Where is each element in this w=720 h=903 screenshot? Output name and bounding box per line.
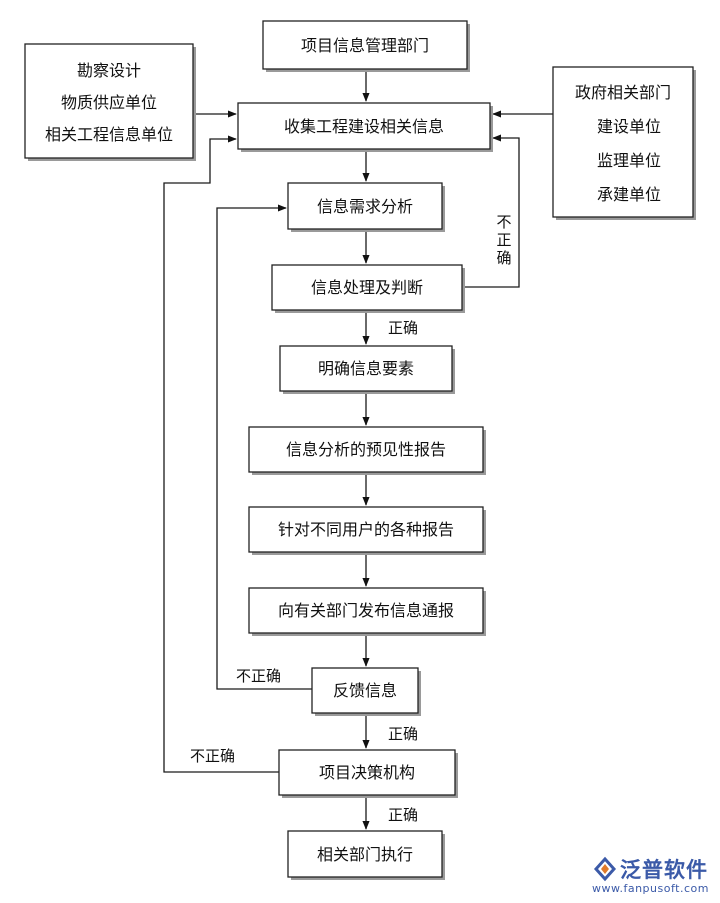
watermark-brand: 泛普软件 bbox=[620, 858, 708, 882]
node-collect: 收集工程建设相关信息 bbox=[237, 102, 493, 152]
node-feedback: 反馈信息 bbox=[311, 667, 421, 716]
node-forecast: 信息分析的预见性报告 bbox=[248, 426, 486, 475]
correct-label-decision: 正确 bbox=[388, 806, 418, 824]
node-needs: 信息需求分析 bbox=[287, 182, 445, 232]
left-source-item: 物质供应单位 bbox=[61, 93, 157, 112]
correct-label-process: 正确 bbox=[388, 319, 418, 337]
right-source-item: 承建单位 bbox=[597, 185, 661, 204]
node-elements-label: 明确信息要素 bbox=[318, 359, 414, 378]
node-dept-label: 项目信息管理部门 bbox=[301, 36, 429, 55]
right-source-item: 政府相关部门 bbox=[575, 83, 671, 102]
loop-feedback-to-needs bbox=[216, 204, 312, 690]
incorrect-vertical-char: 正 bbox=[496, 231, 511, 249]
incorrect-vertical-char: 确 bbox=[496, 249, 511, 267]
node-decision-label: 项目决策机构 bbox=[319, 763, 415, 782]
node-process-label: 信息处理及判断 bbox=[311, 278, 423, 297]
loop-decision-to-collect bbox=[163, 135, 279, 773]
node-dept: 项目信息管理部门 bbox=[262, 20, 470, 72]
incorrect-label-decision: 不正确 bbox=[190, 747, 235, 765]
node-needs-label: 信息需求分析 bbox=[317, 197, 413, 216]
right-source-item: 建设单位 bbox=[597, 117, 661, 136]
incorrect-label-feedback: 不正确 bbox=[236, 667, 281, 685]
right-source-item: 监理单位 bbox=[597, 151, 661, 170]
node-process: 信息处理及判断 bbox=[271, 264, 465, 313]
left-source-item: 相关工程信息单位 bbox=[45, 125, 173, 144]
node-decision: 项目决策机构 bbox=[278, 749, 458, 798]
node-reports-label: 针对不同用户的各种报告 bbox=[278, 520, 454, 539]
node-collect-label: 收集工程建设相关信息 bbox=[284, 117, 444, 136]
loop-process-to-collect bbox=[462, 134, 520, 288]
right-sources-box: 政府相关部门 建设单位 监理单位 承建单位 bbox=[552, 66, 696, 220]
condition-labels: 不 正 确 正确 不正确 正确 不正确 正确 bbox=[190, 213, 512, 824]
fanpu-logo-icon bbox=[593, 856, 617, 882]
node-feedback-label: 反馈信息 bbox=[333, 681, 397, 700]
watermark-url: www.fanpusoft.com bbox=[592, 882, 709, 895]
left-source-item: 勘察设计 bbox=[77, 61, 141, 80]
incorrect-vertical-char: 不 bbox=[496, 213, 511, 231]
node-reports: 针对不同用户的各种报告 bbox=[248, 506, 486, 555]
node-publish-label: 向有关部门发布信息通报 bbox=[278, 601, 454, 620]
left-sources-box: 勘察设计 物质供应单位 相关工程信息单位 bbox=[24, 43, 196, 161]
node-execute: 相关部门执行 bbox=[287, 830, 445, 880]
watermark: 泛普软件 www.fanpusoft.com bbox=[590, 852, 710, 900]
correct-label-feedback: 正确 bbox=[388, 725, 418, 743]
node-forecast-label: 信息分析的预见性报告 bbox=[286, 440, 446, 459]
connectors bbox=[163, 70, 553, 830]
node-elements: 明确信息要素 bbox=[279, 345, 455, 394]
node-execute-label: 相关部门执行 bbox=[317, 845, 413, 864]
node-publish: 向有关部门发布信息通报 bbox=[248, 587, 486, 636]
